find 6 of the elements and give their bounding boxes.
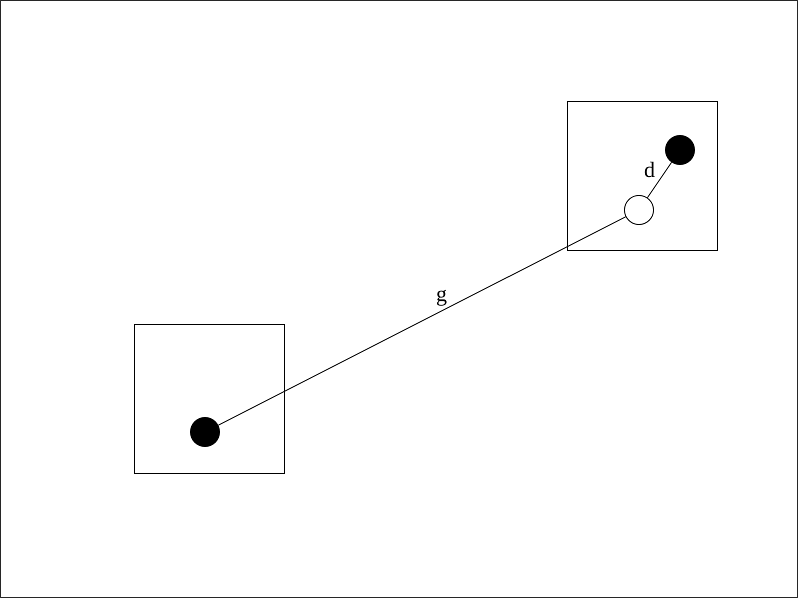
connector-line xyxy=(646,162,672,198)
hollow-circle xyxy=(624,195,654,225)
square-frame xyxy=(134,324,285,474)
connector-line xyxy=(218,216,626,426)
filled-dot xyxy=(190,417,220,447)
filled-dot xyxy=(665,135,695,165)
